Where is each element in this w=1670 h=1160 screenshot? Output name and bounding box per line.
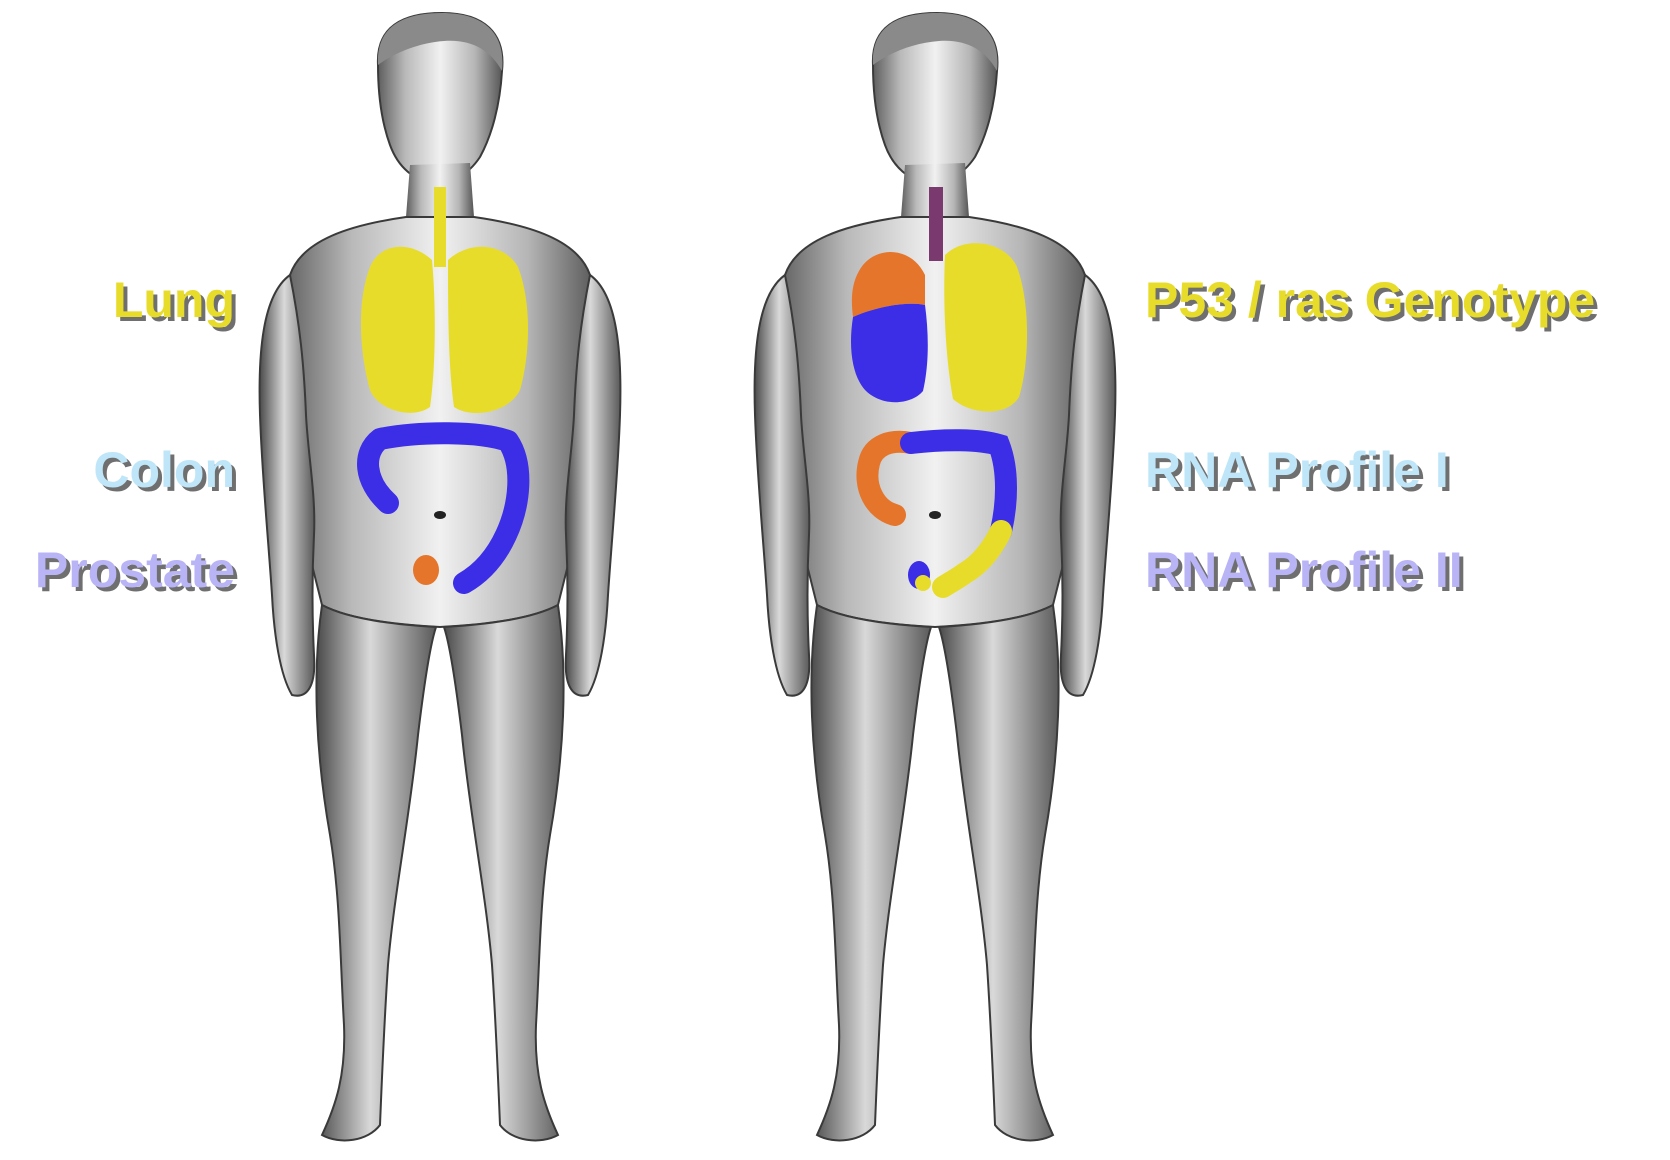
prostate-shape: [413, 555, 439, 585]
right-body-figure: [755, 13, 1116, 1140]
right-lung-shape: [944, 243, 1027, 411]
right-lung-shape: [448, 247, 528, 413]
trachea-shape: [434, 187, 446, 267]
trachea-shape: [929, 187, 943, 261]
prostate-accent-shape: [915, 575, 931, 591]
left-lung-shape: [361, 247, 435, 413]
left-body-figure: [260, 13, 621, 1140]
